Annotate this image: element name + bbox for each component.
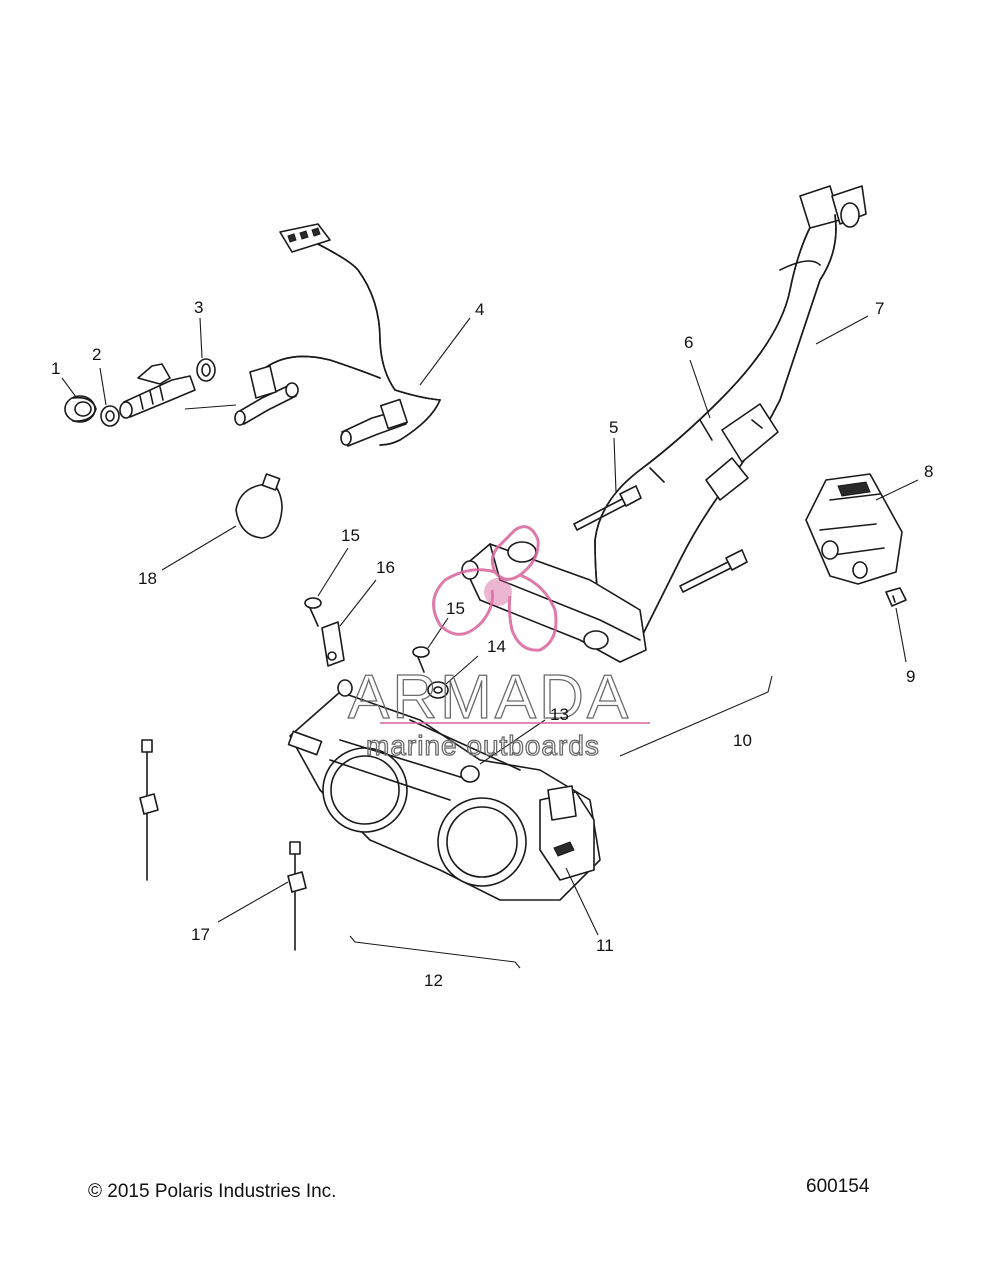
bracket-12 bbox=[349, 935, 521, 969]
callout-10: 10 bbox=[733, 731, 752, 750]
part-2-washer bbox=[100, 405, 120, 427]
callout-4: 4 bbox=[475, 300, 484, 319]
part-7-fuel-line bbox=[639, 185, 867, 641]
callout-7: 7 bbox=[875, 299, 884, 318]
callout-1: 1 bbox=[51, 359, 60, 378]
part-17-cable-tie-left bbox=[139, 739, 159, 881]
callout-6: 6 bbox=[684, 333, 693, 352]
figure-number: 600154 bbox=[806, 1176, 870, 1197]
part-6-fuel-line bbox=[594, 185, 841, 611]
watermark-brand: ARMADA bbox=[348, 663, 631, 732]
callout-16: 16 bbox=[376, 558, 395, 577]
bracket-10 bbox=[619, 675, 773, 757]
part-3-oring bbox=[196, 358, 216, 382]
callout-17: 17 bbox=[191, 925, 210, 944]
callout-15-upper: 15 bbox=[341, 526, 360, 545]
armada-logo-icon bbox=[432, 525, 558, 652]
part-17-cable-tie-right bbox=[287, 841, 307, 951]
part-15-screw-lower bbox=[412, 646, 430, 673]
part-4-injector-harness bbox=[234, 223, 441, 447]
part-8-bracket bbox=[805, 473, 903, 585]
callout-12: 12 bbox=[424, 971, 443, 990]
armada-watermark: ARMADA marine outboards bbox=[347, 525, 650, 762]
part-16-bracket bbox=[321, 621, 345, 667]
callout-5: 5 bbox=[609, 418, 618, 437]
leader-lines bbox=[61, 315, 919, 936]
part-1-seal bbox=[64, 395, 97, 423]
callout-2: 2 bbox=[92, 345, 101, 364]
part-11-throttle-sensor bbox=[539, 785, 595, 881]
callout-8: 8 bbox=[924, 462, 933, 481]
callout-14: 14 bbox=[487, 637, 506, 656]
fuel-injector-loose bbox=[119, 363, 196, 419]
callout-9: 9 bbox=[906, 667, 915, 686]
callout-3: 3 bbox=[194, 298, 203, 317]
callout-15-lower: 15 bbox=[446, 599, 465, 618]
callout-labels: 1 2 3 4 5 6 7 8 9 10 11 12 13 14 15 15 1… bbox=[51, 298, 933, 990]
part-14-fitting bbox=[427, 681, 449, 699]
part-12-throttle-body-assembly bbox=[287, 679, 601, 901]
copyright-text: © 2015 Polaris Industries Inc. bbox=[88, 1181, 337, 1202]
callout-18: 18 bbox=[138, 569, 157, 588]
part-18-clamp bbox=[235, 473, 283, 539]
watermark-tagline: marine outboards bbox=[366, 730, 600, 761]
bolt-lower bbox=[679, 549, 748, 593]
callout-11: 11 bbox=[596, 936, 614, 955]
part-9-screw bbox=[885, 587, 907, 607]
part-5-bolt bbox=[573, 485, 642, 531]
callout-13: 13 bbox=[550, 705, 569, 724]
part-15-screw-upper bbox=[304, 597, 322, 627]
